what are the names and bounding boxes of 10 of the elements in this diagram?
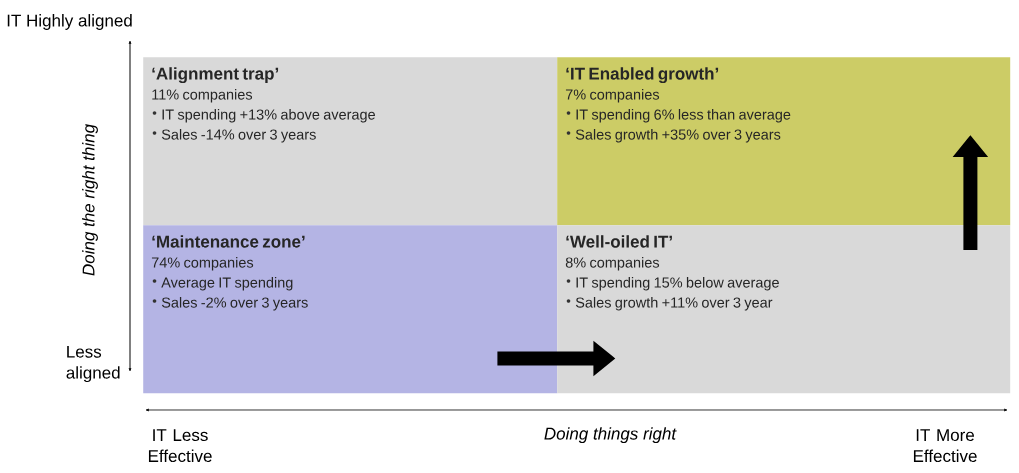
axis-label: IT Less Effective <box>148 429 212 463</box>
quadrant-box: ‘Well-oiled IT’ 8% companies IT spending 15% below average Sales growth +11% over 3 year <box>557 225 1011 394</box>
quadrant-box: ‘Alignment trap’ 11% companies IT spending +13% above average Sales -14% over 3 years <box>143 57 558 226</box>
axis-title: Doing things right <box>544 427 677 444</box>
quadrant-box: ‘Maintenance zone’ 74% companies Average IT spending Sales -2% over 3 years <box>143 225 558 394</box>
axis-label: IT More Effective <box>913 429 977 463</box>
axis-label: Less aligned <box>66 345 120 383</box>
axis-title: Doing the right thing <box>82 124 98 276</box>
axis-label: IT Highly aligned <box>7 14 132 30</box>
quadrant-box: ‘IT Enabled growth’ 7% companies IT spending 6% less than average Sales growth +35% over 3 years <box>557 57 1011 226</box>
